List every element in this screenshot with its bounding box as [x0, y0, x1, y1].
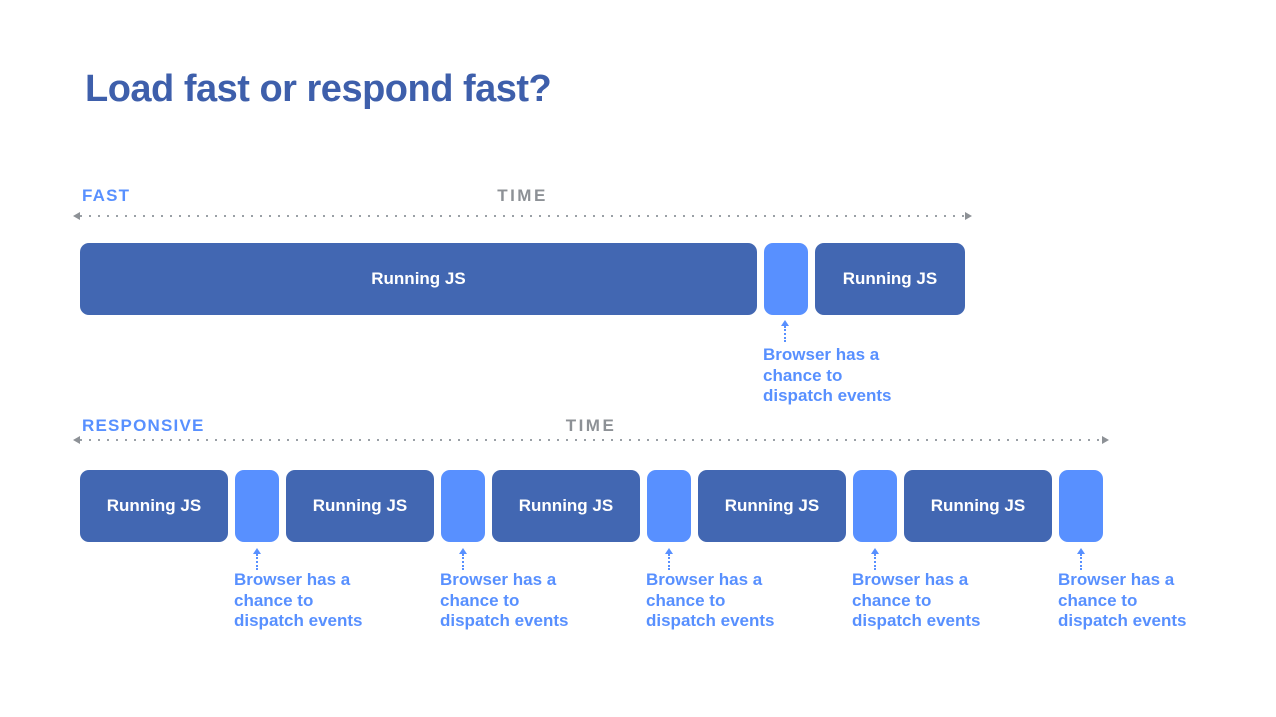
fast-bar-row: Running JS Running JS — [80, 243, 965, 315]
running-js-bar: Running JS — [286, 470, 434, 542]
event-gap-block — [235, 470, 279, 542]
time-axis-fast — [73, 212, 972, 220]
gap-annotation: Browser has a chance to dispatch events — [646, 570, 775, 630]
running-js-bar: Running JS — [80, 243, 757, 315]
gap-annotation: Browser has a chance to dispatch events — [440, 570, 569, 630]
gap-annotation: Browser has a chance to dispatch events — [1058, 570, 1187, 630]
time-axis-responsive — [73, 436, 1109, 444]
gap-annotation: Browser has a chance to dispatch events — [852, 570, 981, 630]
timeline-label-fast: FAST — [82, 186, 131, 205]
up-arrow-icon — [664, 548, 674, 570]
event-gap-block — [647, 470, 691, 542]
running-js-bar: Running JS — [815, 243, 965, 315]
page-title: Load fast or respond fast? — [85, 68, 552, 110]
running-js-bar: Running JS — [492, 470, 640, 542]
gap-annotation: Browser has a chance to dispatch events — [763, 345, 892, 405]
event-gap-block — [441, 470, 485, 542]
time-axis-label-fast: TIME — [497, 186, 548, 205]
event-gap-block — [853, 470, 897, 542]
left-arrowhead-icon — [73, 212, 80, 220]
time-axis-label-responsive: TIME — [565, 416, 617, 435]
up-arrow-icon — [1076, 548, 1086, 570]
event-gap-block — [764, 243, 808, 315]
up-arrow-icon — [458, 548, 468, 570]
up-arrow-icon — [780, 320, 790, 342]
timeline-label-responsive: RESPONSIVE — [82, 416, 205, 435]
event-gap-block — [1059, 470, 1103, 542]
up-arrow-icon — [870, 548, 880, 570]
gap-annotation: Browser has a chance to dispatch events — [234, 570, 363, 630]
responsive-bar-row: Running JS Running JS Running JS Running… — [80, 470, 1103, 542]
running-js-bar: Running JS — [698, 470, 846, 542]
up-arrow-icon — [252, 548, 262, 570]
running-js-bar: Running JS — [904, 470, 1052, 542]
running-js-bar: Running JS — [80, 470, 228, 542]
right-arrowhead-icon — [965, 212, 972, 220]
left-arrowhead-icon — [73, 436, 80, 444]
right-arrowhead-icon — [1102, 436, 1109, 444]
